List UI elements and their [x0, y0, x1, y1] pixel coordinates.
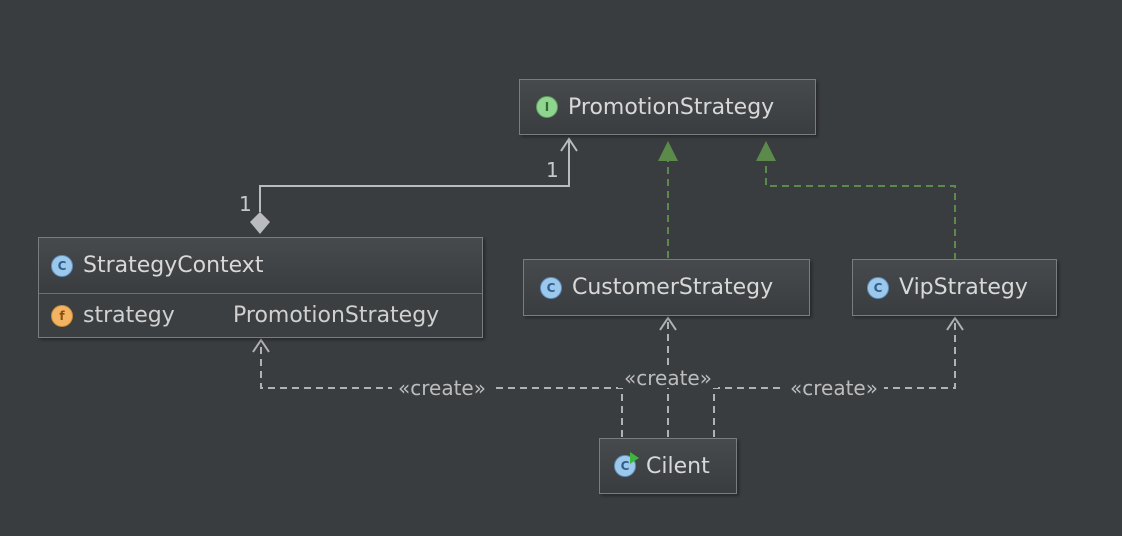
source-multiplicity: 1 — [239, 192, 252, 216]
dependency-arrowhead — [946, 316, 964, 331]
realization-arrowhead — [756, 141, 776, 161]
create-dependency-customer[interactable] — [659, 316, 677, 437]
aggregation-edge[interactable]: 1 1 — [239, 137, 578, 234]
class-name: PromotionStrategy — [568, 94, 775, 120]
node-header: C StrategyContext — [39, 238, 482, 293]
promotion-strategy-node[interactable]: I PromotionStrategy — [519, 79, 816, 135]
label-backdrop — [618, 366, 718, 388]
cilent-node[interactable]: C Cilent — [599, 438, 737, 494]
create-label-right: «create» — [790, 376, 878, 400]
aggregation-diamond — [250, 212, 270, 234]
customer-strategy-node[interactable]: C CustomerStrategy — [523, 259, 810, 316]
field-name: strategy — [83, 303, 175, 328]
association-arrowhead — [560, 137, 578, 152]
create-label-left: «create» — [398, 376, 486, 400]
label-backdrop — [784, 375, 884, 399]
field-icon: f — [51, 304, 73, 327]
class-badge-letter: C — [620, 459, 630, 473]
label-backdrop — [392, 375, 492, 399]
class-name: CustomerStrategy — [572, 275, 774, 300]
dependency-arrowhead — [252, 338, 270, 353]
class-icon: C — [51, 254, 73, 277]
class-name: VipStrategy — [899, 275, 1028, 300]
target-multiplicity: 1 — [546, 158, 559, 182]
realization-edge-customer[interactable] — [658, 141, 678, 258]
dependency-arrowhead — [659, 316, 677, 331]
class-icon: C — [540, 276, 562, 299]
run-icon — [630, 452, 639, 464]
field-type: PromotionStrategy — [233, 303, 440, 328]
node-header: I PromotionStrategy — [520, 80, 815, 134]
runnable-class-icon: C — [614, 452, 639, 477]
realization-arrowhead — [658, 141, 678, 161]
class-name: StrategyContext — [83, 253, 264, 278]
strategy-context-node[interactable]: C StrategyContext f strategy PromotionSt… — [38, 237, 483, 338]
interface-icon: I — [536, 96, 558, 118]
class-name: Cilent — [646, 453, 710, 479]
node-header: C CustomerStrategy — [524, 260, 809, 315]
create-label-center: «create» — [624, 366, 712, 390]
vip-strategy-node[interactable]: C VipStrategy — [852, 259, 1057, 316]
node-header: C Cilent — [600, 439, 736, 493]
field-row[interactable]: f strategy PromotionStrategy — [39, 293, 482, 337]
class-icon: C — [867, 276, 889, 299]
node-header: C VipStrategy — [853, 260, 1056, 315]
realization-edge-vip[interactable] — [756, 141, 956, 260]
